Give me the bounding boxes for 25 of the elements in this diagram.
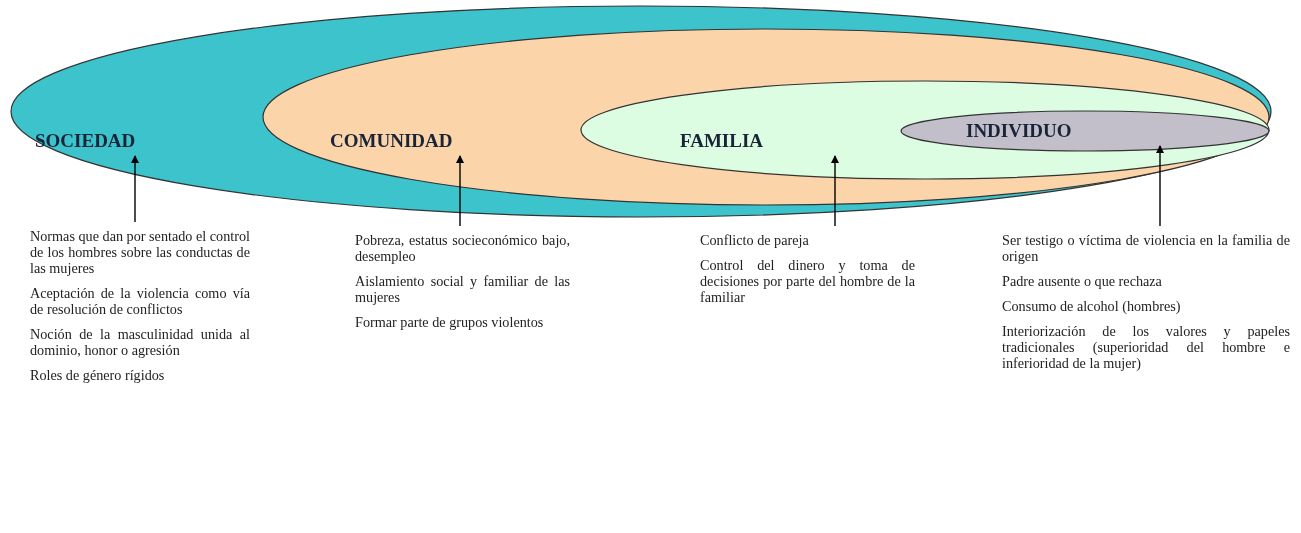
- factor-text: Consumo de alcohol (hombres): [1002, 298, 1182, 314]
- level-label: SOCIEDAD: [35, 130, 136, 152]
- level-label: COMUNIDAD: [330, 130, 453, 152]
- factor-text: Control del dinero y toma de decisiones por parte del hombre de la familiar: [700, 257, 915, 305]
- level-label: FAMILIA: [680, 130, 764, 152]
- ellipse-region: [580, 80, 1270, 180]
- arrow: [1156, 145, 1164, 227]
- ellipse-region: [900, 110, 1270, 152]
- factor-text: Noción de la masculinidad unida al dominio, honor o agresión: [30, 326, 250, 358]
- factor-text: Pobreza, estatus socieconómico bajo, desempleo: [355, 232, 570, 264]
- factor-text: Padre ausente o que rechaza: [1002, 273, 1163, 289]
- arrow: [831, 155, 839, 227]
- ellipse-region: [10, 5, 1272, 218]
- factor-text: Aceptación de la violencia como vía de resolución de conflictos: [30, 285, 250, 317]
- factor-text: Normas que dan por sentado el control de los hombres sobre las conductas de las mujeres: [30, 228, 250, 276]
- level-label: INDIVIDUO: [966, 120, 1072, 142]
- factor-text: Formar parte de grupos violentos: [355, 314, 545, 330]
- factor-text: Interiorización de los valores y papeles tradicionales (superioridad del hombre e inferioridad de la mujer): [1002, 323, 1290, 371]
- arrow: [456, 155, 464, 227]
- factor-text: Aislamiento social y familiar de las mujeres: [355, 273, 570, 305]
- factor-text: Ser testigo o víctima de violencia en la familia de origen: [1002, 232, 1290, 264]
- factor-text: Roles de género rígidos: [30, 367, 166, 383]
- factor-text: Conflicto de pareja: [700, 232, 810, 248]
- ellipse-region: [262, 28, 1270, 206]
- arrow: [131, 155, 139, 223]
